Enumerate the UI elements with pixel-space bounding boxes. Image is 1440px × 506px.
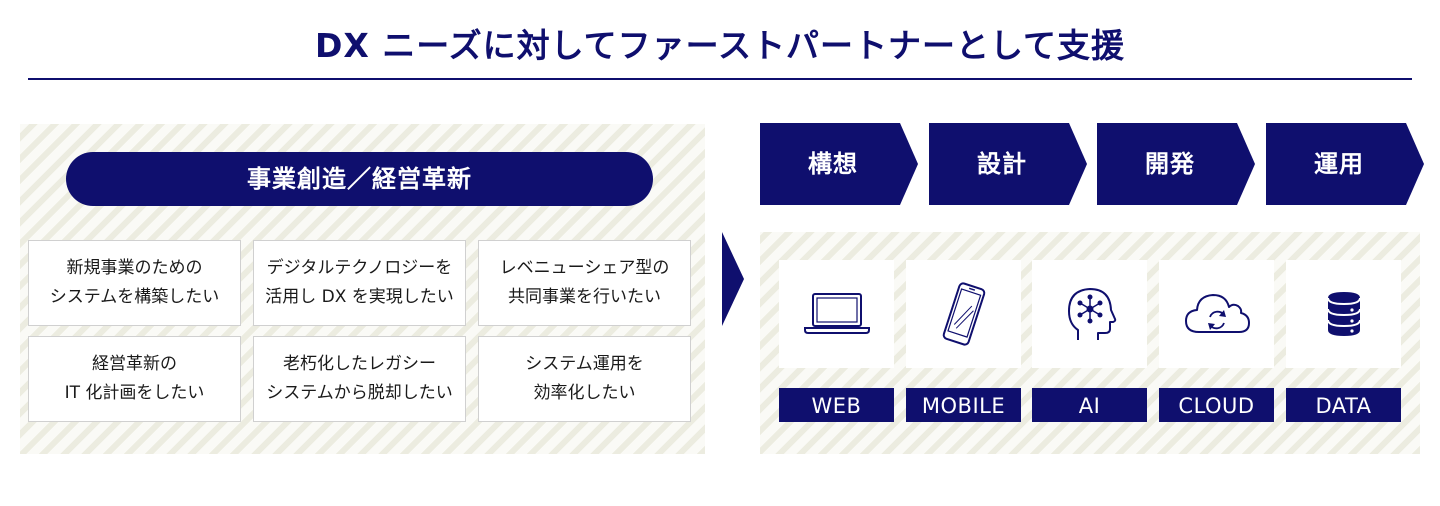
need-card-text: 老朽化したレガシー システムから脱却したい xyxy=(266,354,453,403)
tech-tile-cloud xyxy=(1159,260,1274,368)
need-card-text: システム運用を 効率化したい xyxy=(525,354,644,403)
needs-heading: 事業創造／経営革新 xyxy=(66,152,653,206)
need-card: 経営革新の IT 化計画をしたい xyxy=(28,336,241,422)
need-card: レベニューシェア型の 共同事業を行いたい xyxy=(478,240,691,326)
chevron-shape xyxy=(1097,123,1255,205)
need-card-text: デジタルテクノロジーを 活用し DX を実現したい xyxy=(265,258,454,307)
phase-label: 開発 xyxy=(1145,150,1195,178)
need-card: 老朽化したレガシー システムから脱却したい xyxy=(253,336,466,422)
phase-step: 運用 xyxy=(1266,123,1424,205)
chevron-shape xyxy=(929,123,1087,205)
chevron-shape xyxy=(760,123,918,205)
phase-label: 運用 xyxy=(1314,150,1364,178)
phase-label: 設計 xyxy=(977,150,1027,178)
phase-step: 構想 xyxy=(760,123,918,205)
phase-step: 設計 xyxy=(929,123,1087,205)
tech-tile-mobile xyxy=(906,260,1021,368)
smartphone-icon xyxy=(942,282,985,346)
tech-tile-ai xyxy=(1032,260,1147,368)
chevron-shape xyxy=(1266,123,1424,205)
flow-arrow-icon xyxy=(722,232,744,326)
need-card-text: 新規事業のための システムを構築したい xyxy=(49,258,220,307)
database-icon xyxy=(1326,292,1361,336)
page-title: DX ニーズに対してファーストパートナーとして支援 xyxy=(314,26,1126,65)
tech-tile-web xyxy=(779,260,894,368)
title-divider xyxy=(28,78,1412,80)
tech-label: CLOUD xyxy=(1159,388,1274,422)
tech-label: MOBILE xyxy=(906,388,1021,422)
cloud-sync-icon xyxy=(1184,294,1250,333)
tech-label: AI xyxy=(1032,388,1147,422)
tech-label: DATA xyxy=(1286,388,1401,422)
phase-step: 開発 xyxy=(1097,123,1255,205)
laptop-icon xyxy=(803,293,870,334)
tech-label: WEB xyxy=(779,388,894,422)
need-card: デジタルテクノロジーを 活用し DX を実現したい xyxy=(253,240,466,326)
phase-label: 構想 xyxy=(808,150,858,178)
need-card: システム運用を 効率化したい xyxy=(478,336,691,422)
need-card: 新規事業のための システムを構築したい xyxy=(28,240,241,326)
need-card-text: レベニューシェア型の 共同事業を行いたい xyxy=(499,258,670,307)
need-card-text: 経営革新の IT 化計画をしたい xyxy=(64,354,205,403)
tech-tile-data xyxy=(1286,260,1401,368)
ai-head-icon xyxy=(1067,288,1116,340)
